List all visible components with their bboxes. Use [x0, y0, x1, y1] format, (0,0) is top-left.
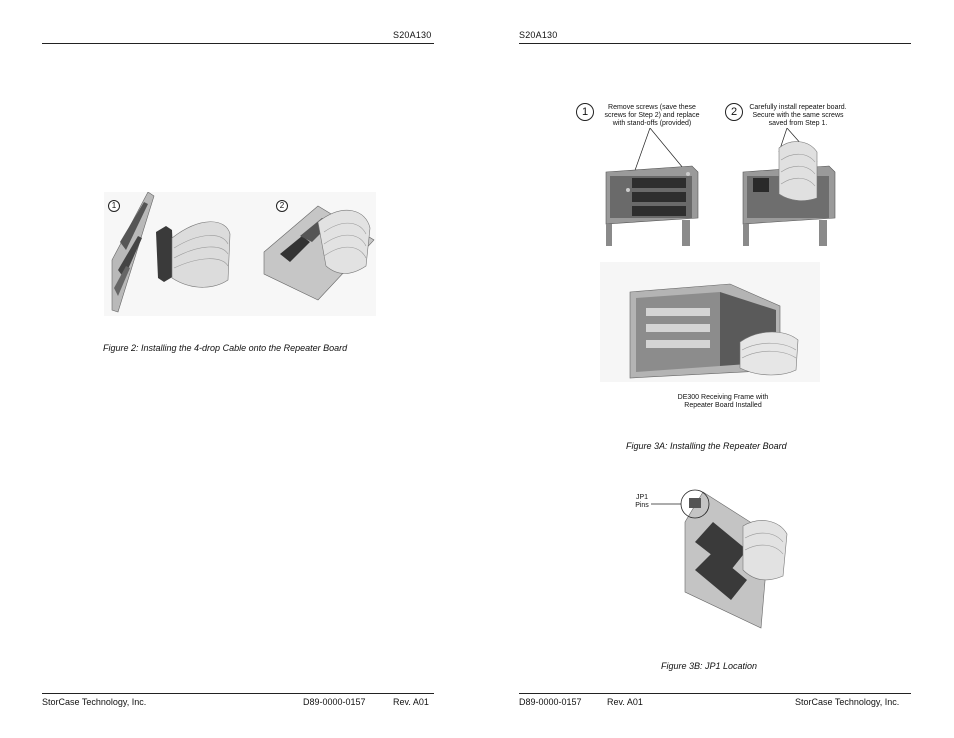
figure2-step-2-marker: 2	[276, 200, 288, 212]
footer-doc-number: D89-0000-0157	[519, 697, 582, 707]
figure3a-step-1-text: Remove screws (save these screws for Ste…	[597, 104, 707, 128]
header-rule	[42, 43, 434, 44]
de300-frame-image	[600, 262, 820, 382]
step-2-frame-image	[742, 128, 836, 246]
footer-rule	[519, 693, 911, 694]
figure3a-caption: Figure 3A: Installing the Repeater Board	[626, 441, 787, 451]
footer-company: StorCase Technology, Inc.	[42, 697, 147, 707]
frame-label: DE300 Receiving Frame with Repeater Boar…	[653, 394, 793, 410]
right-page: S20A130 1 Remove screws (save these scre…	[477, 0, 954, 738]
figure3a-step-2-text: Carefully install repeater board. Secure…	[743, 104, 853, 128]
step-1-line-2: screws for Step 2) and replace	[604, 112, 700, 119]
jp1-label-line-2: Pins	[635, 502, 649, 509]
figure2-illustration	[104, 192, 376, 316]
step-1-frame-image	[605, 128, 699, 246]
figure3a-step-1-photo	[602, 128, 702, 246]
header-doc-id: S20A130	[393, 30, 432, 40]
step-2-line-2: Secure with the same screws	[752, 112, 844, 119]
jp1-label: JP1 Pins	[627, 494, 657, 510]
figure3b-photo	[651, 486, 791, 634]
header-rule	[519, 43, 911, 44]
figure3a-step-2-photo	[739, 128, 839, 246]
header-doc-id: S20A130	[519, 30, 558, 40]
footer-revision: Rev. A01	[393, 697, 429, 707]
step-2-line-1: Carefully install repeater board.	[749, 104, 847, 111]
figure3a-step-1-marker: 1	[576, 103, 594, 121]
jp1-label-line-1: JP1	[635, 494, 649, 501]
figure3a-step-2-marker: 2	[725, 103, 743, 121]
jp1-board-image	[651, 489, 788, 629]
figure2-photo	[104, 192, 376, 316]
footer-revision: Rev. A01	[607, 697, 643, 707]
step-1-line-1: Remove screws (save these	[608, 104, 696, 111]
figure3b-caption: Figure 3B: JP1 Location	[661, 661, 758, 671]
step-2-line-3: saved from Step 1.	[768, 120, 828, 127]
step-1-line-3: with stand-offs (provided)	[612, 120, 692, 127]
footer-company: StorCase Technology, Inc.	[795, 697, 900, 707]
figure2-step-1-marker: 1	[108, 200, 120, 212]
figure2-caption: Figure 2: Installing the 4-drop Cable on…	[103, 343, 348, 353]
figure3a-frame-photo	[600, 262, 820, 382]
frame-label-line-2: Repeater Board Installed	[684, 402, 762, 409]
left-page: S20A130 1 2 Figure 2:	[42, 30, 434, 707]
footer-doc-number: D89-0000-0157	[303, 697, 366, 707]
frame-label-line-1: DE300 Receiving Frame with	[677, 394, 769, 401]
footer-rule	[42, 693, 434, 694]
